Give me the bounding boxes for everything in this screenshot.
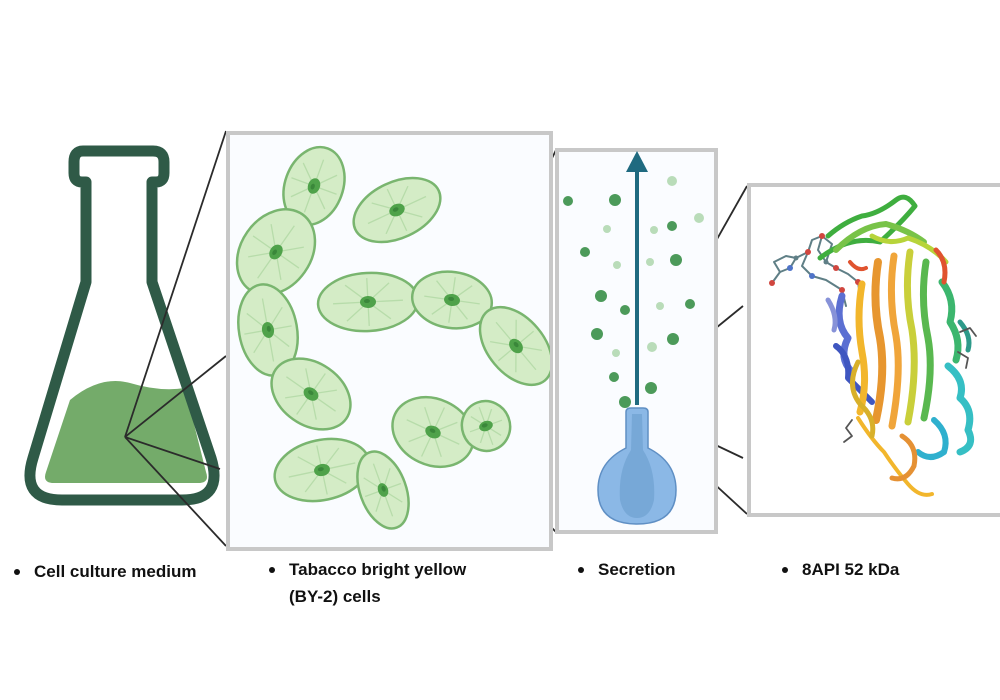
flask-outline [24,145,220,506]
protein-panel [747,183,1000,517]
erlenmeyer-flask [24,145,220,506]
caption-cells-line2: (BY-2) cells [289,587,381,606]
bullet-icon [578,567,584,573]
caption-secretion-text: Secretion [598,560,676,579]
secretory-cell [597,407,677,525]
caption-flask: Cell culture medium [14,558,196,585]
bullet-icon [14,569,20,575]
protein-structure [769,194,977,497]
secretion-arrow-icon [626,151,648,172]
side-chains [843,327,977,443]
cells-panel [226,131,553,551]
cell [410,270,494,330]
cell [237,283,299,377]
bullet-icon [269,567,275,573]
caption-cells-line1: Tabacco bright yellow [289,560,467,579]
cell [478,305,550,387]
secreted-vesicles [563,176,704,408]
cell [235,208,317,296]
bullet-icon [782,567,788,573]
caption-flask-text: Cell culture medium [34,562,197,581]
cell [460,399,512,453]
caption-cells: Tabacco bright yellow (BY-2) cells [269,556,466,610]
caption-protein-text: 8API 52 kDa [802,560,900,579]
cell [282,145,346,227]
secretion-panel [555,148,718,534]
caption-protein: 8API 52 kDa [782,556,899,583]
by2-cells [235,145,550,530]
protein-panel-frame [747,183,1000,517]
caption-secretion: Secretion [578,556,675,583]
cell [270,357,352,431]
cell [391,395,475,469]
cell [356,450,410,530]
cell [352,176,442,244]
